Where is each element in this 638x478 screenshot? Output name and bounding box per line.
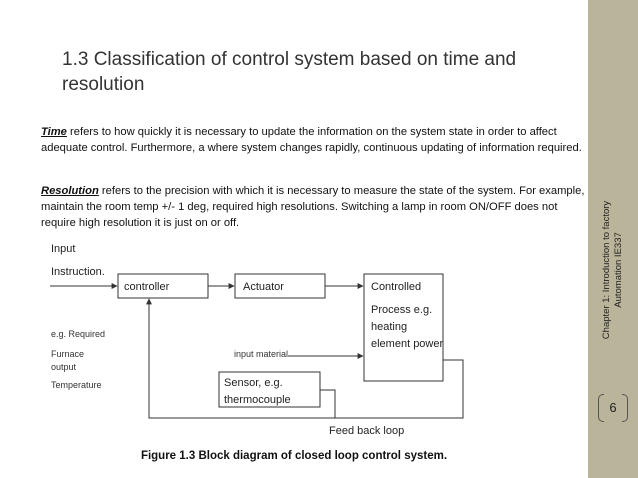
- block-diagram: [50, 273, 464, 419]
- instruction-label: Instruction.: [51, 266, 105, 278]
- temperature-label: Temperature: [51, 380, 102, 390]
- controlled-label: Controlled: [371, 281, 422, 293]
- side-band: [588, 0, 638, 478]
- page-number-text: 6: [609, 400, 617, 415]
- slide-title: 1.3 Classification of control system bas…: [62, 49, 517, 95]
- chapter-label: Chapter 1: Introduction to factory Autom…: [601, 200, 624, 340]
- resolution-text: refers to the precision with which it is…: [41, 185, 585, 229]
- controlled-detail: Process e.g. heating element power: [371, 304, 444, 350]
- required-label: e.g. Required: [51, 329, 106, 339]
- time-text: refers to how quickly it is necessary to…: [41, 126, 582, 154]
- time-paragraph: Time refers to how quickly it is necessa…: [41, 124, 586, 156]
- sensor-connector: [320, 389, 336, 418]
- resolution-term: Resolution: [41, 185, 99, 197]
- bracket-left: [598, 394, 604, 422]
- output-label: output: [51, 362, 77, 372]
- feedback-loop-line: [146, 298, 464, 419]
- input-material-label: input material: [234, 349, 289, 359]
- furnace-label: Furnace: [51, 349, 85, 359]
- figure-caption: Figure 1.3 Block diagram of closed loop …: [140, 450, 448, 462]
- controlled-box: [363, 273, 444, 382]
- actuator-label: Actuator: [243, 281, 284, 293]
- controller-label: controller: [124, 281, 170, 293]
- feedback-label: Feed back loop: [329, 425, 405, 437]
- resolution-paragraph: Resolution refers to the precision with …: [41, 183, 586, 231]
- bracket-right: [622, 394, 628, 422]
- page-number: 6: [596, 394, 630, 422]
- time-term: Time: [41, 126, 67, 138]
- input-label: Input: [51, 243, 76, 255]
- sensor-label: Sensor, e.g. thermocouple: [224, 377, 291, 406]
